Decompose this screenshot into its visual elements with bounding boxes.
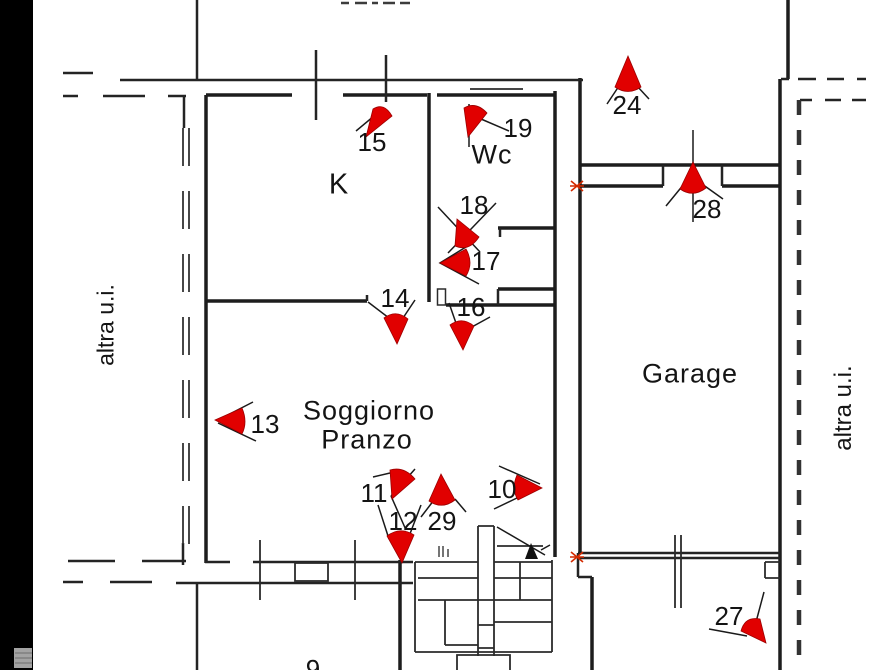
camera-cone-icon-29 xyxy=(428,473,456,506)
neighbor-label-right: altra u.i. xyxy=(830,365,857,451)
walls-medium xyxy=(63,0,866,670)
walls-fine xyxy=(259,88,780,608)
camera-cone-icon-28 xyxy=(679,161,707,194)
camera-cone-icon-16 xyxy=(449,320,475,351)
marker-label-11: 11 xyxy=(360,478,388,508)
camera-cone-icon-24 xyxy=(614,54,642,92)
marker-label-15: 15 xyxy=(357,127,387,157)
marker-label-14: 14 xyxy=(380,283,410,313)
camera-cone-icon-11 xyxy=(389,468,416,500)
marker-label-13: 13 xyxy=(250,409,280,439)
marker-label-10: 10 xyxy=(487,474,517,504)
camera-cone-icon-14 xyxy=(383,313,409,345)
marker-label-17: 17 xyxy=(471,246,501,276)
room-label-kitchen: K xyxy=(328,168,350,201)
marker-label-19: 19 xyxy=(503,113,533,143)
marker-label-27: 27 xyxy=(714,601,744,631)
camera-cone-icon-17 xyxy=(439,248,471,277)
neighbor-label-left: altra u.i. xyxy=(92,284,119,366)
marker-label-16: 16 xyxy=(456,292,486,322)
room-label-wc: Wc xyxy=(471,139,513,170)
walls-thick xyxy=(204,0,790,670)
room-label-living-1: Soggiorno xyxy=(302,395,436,426)
marker-label-12: 12 xyxy=(388,506,418,536)
boundary-dashed-left xyxy=(182,128,190,566)
marker-label-9: 9 xyxy=(305,654,321,670)
red-asterisk-icon xyxy=(570,180,584,563)
camera-cone-icon-19 xyxy=(463,105,488,138)
camera-cone-icon-12 xyxy=(386,530,415,564)
staircase xyxy=(414,525,553,670)
camera-cone-icon-15 xyxy=(365,106,393,139)
camera-cone-icon-18 xyxy=(454,218,480,249)
camera-cone-icon-10 xyxy=(513,474,543,501)
left-margin-bar xyxy=(0,0,33,670)
camera-direction-cone-icons xyxy=(214,54,767,644)
camera-cone-icon-13 xyxy=(214,407,246,435)
marker-label-18: 18 xyxy=(459,190,489,220)
marker-label-24: 24 xyxy=(612,90,642,120)
room-label-living-2: Pranzo xyxy=(321,424,413,455)
stairs-direction-arrow-icon xyxy=(525,543,538,559)
room-label-garage: Garage xyxy=(641,358,739,389)
camera-cone-icon-27 xyxy=(740,618,767,644)
marker-label-29: 29 xyxy=(427,506,457,536)
marker-label-28: 28 xyxy=(692,194,722,224)
